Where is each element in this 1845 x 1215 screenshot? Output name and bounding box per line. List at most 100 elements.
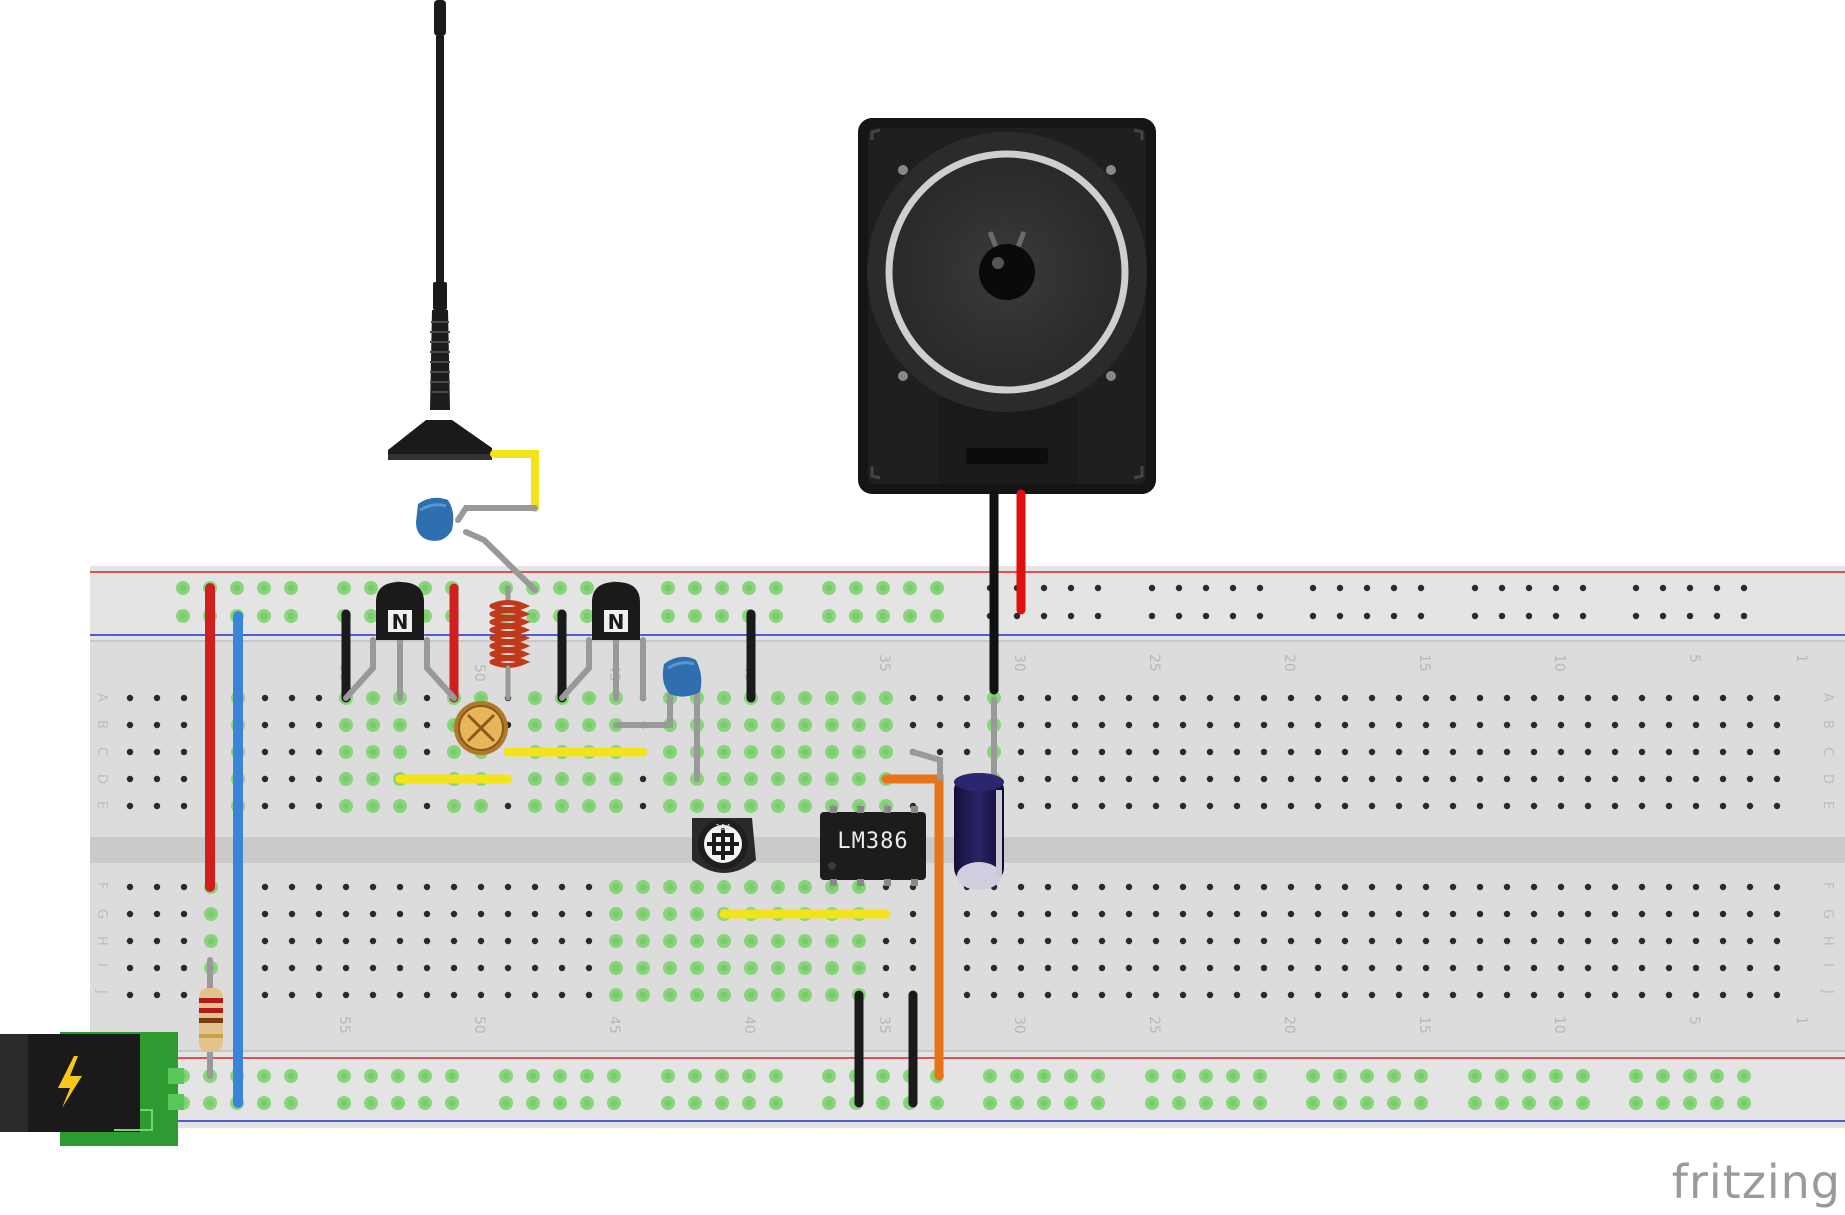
breadboard-hole[interactable] [180,721,188,729]
breadboard-hole[interactable] [1071,883,1079,891]
breadboard-hole[interactable] [1530,721,1538,729]
breadboard-hole[interactable] [180,937,188,945]
breadboard-hole[interactable] [1740,584,1748,592]
breadboard-hole[interactable] [1044,694,1052,702]
ceramic-capacitor[interactable] [662,656,702,697]
breadboard-hole[interactable] [1395,748,1403,756]
breadboard-hole[interactable] [1044,802,1052,810]
breadboard-hole[interactable] [1476,964,1484,972]
breadboard-hole[interactable] [1368,883,1376,891]
breadboard-hole[interactable] [558,937,566,945]
breadboard-hole[interactable] [558,883,566,891]
breadboard-hole[interactable] [1044,910,1052,918]
breadboard-hole[interactable] [1395,694,1403,702]
breadboard-hole[interactable] [909,910,917,918]
breadboard-hole[interactable] [1611,964,1619,972]
breadboard-hole[interactable] [1449,883,1457,891]
npn-transistor[interactable]: N [592,582,640,640]
breadboard-hole[interactable] [1125,694,1133,702]
breadboard-hole[interactable] [1632,584,1640,592]
breadboard-hole[interactable] [1719,748,1727,756]
breadboard-hole[interactable] [1179,775,1187,783]
breadboard-hole[interactable] [261,721,269,729]
breadboard-hole[interactable] [1476,694,1484,702]
breadboard-hole[interactable] [342,964,350,972]
breadboard-hole[interactable] [1179,802,1187,810]
breadboard-hole[interactable] [315,883,323,891]
breadboard-hole[interactable] [1395,775,1403,783]
breadboard-hole[interactable] [1476,775,1484,783]
breadboard-hole[interactable] [180,991,188,999]
breadboard-hole[interactable] [1584,748,1592,756]
breadboard-hole[interactable] [1746,802,1754,810]
breadboard-hole[interactable] [1152,910,1160,918]
breadboard-hole[interactable] [1503,748,1511,756]
breadboard-hole[interactable] [1152,775,1160,783]
breadboard-hole[interactable] [261,910,269,918]
breadboard-hole[interactable] [1503,964,1511,972]
breadboard-hole[interactable] [261,883,269,891]
breadboard-hole[interactable] [261,694,269,702]
breadboard-hole[interactable] [1017,910,1025,918]
breadboard-hole[interactable] [315,802,323,810]
breadboard-hole[interactable] [909,694,917,702]
breadboard-hole[interactable] [1368,937,1376,945]
breadboard-hole[interactable] [1314,964,1322,972]
breadboard-hole[interactable] [180,910,188,918]
breadboard-hole[interactable] [477,910,485,918]
breadboard-hole[interactable] [990,964,998,972]
breadboard-hole[interactable] [531,883,539,891]
trimmer-capacitor[interactable] [454,701,508,755]
breadboard-hole[interactable] [1125,775,1133,783]
breadboard-hole[interactable] [1314,937,1322,945]
breadboard-hole[interactable] [1557,964,1565,972]
breadboard-hole[interactable] [1233,910,1241,918]
breadboard-hole[interactable] [1557,991,1565,999]
breadboard-hole[interactable] [963,910,971,918]
breadboard-hole[interactable] [1449,721,1457,729]
breadboard-hole[interactable] [1713,612,1721,620]
breadboard-hole[interactable] [288,883,296,891]
breadboard-hole[interactable] [1557,748,1565,756]
breadboard-hole[interactable] [1530,883,1538,891]
breadboard-hole[interactable] [1449,802,1457,810]
breadboard-hole[interactable] [1773,964,1781,972]
breadboard-hole[interactable] [1233,964,1241,972]
breadboard-hole[interactable] [1125,721,1133,729]
breadboard-hole[interactable] [1071,775,1079,783]
breadboard-hole[interactable] [1476,721,1484,729]
breadboard-hole[interactable] [1233,775,1241,783]
breadboard-hole[interactable] [1746,748,1754,756]
antenna[interactable] [388,0,492,460]
breadboard-hole[interactable] [1476,748,1484,756]
breadboard-hole[interactable] [423,721,431,729]
breadboard-hole[interactable] [1740,612,1748,620]
breadboard-hole[interactable] [1098,721,1106,729]
breadboard-hole[interactable] [963,937,971,945]
breadboard-hole[interactable] [1094,612,1102,620]
breadboard-hole[interactable] [1098,991,1106,999]
breadboard-hole[interactable] [1632,612,1640,620]
breadboard-hole[interactable] [990,937,998,945]
npn-transistor[interactable]: N [376,582,424,640]
breadboard-hole[interactable] [1206,964,1214,972]
dc-power-jack[interactable] [0,1032,184,1146]
breadboard-hole[interactable] [1498,612,1506,620]
breadboard-hole[interactable] [531,937,539,945]
breadboard-hole[interactable] [1665,775,1673,783]
breadboard-hole[interactable] [1260,721,1268,729]
breadboard-hole[interactable] [342,991,350,999]
breadboard-hole[interactable] [1746,721,1754,729]
breadboard-hole[interactable] [1530,802,1538,810]
breadboard-hole[interactable] [1125,748,1133,756]
breadboard-hole[interactable] [909,937,917,945]
breadboard-hole[interactable] [1206,721,1214,729]
breadboard-hole[interactable] [1498,584,1506,592]
breadboard-hole[interactable] [369,964,377,972]
breadboard-hole[interactable] [1665,991,1673,999]
breadboard-hole[interactable] [1260,883,1268,891]
breadboard-hole[interactable] [153,802,161,810]
breadboard-hole[interactable] [126,883,134,891]
breadboard-hole[interactable] [1368,964,1376,972]
breadboard-hole[interactable] [1314,883,1322,891]
